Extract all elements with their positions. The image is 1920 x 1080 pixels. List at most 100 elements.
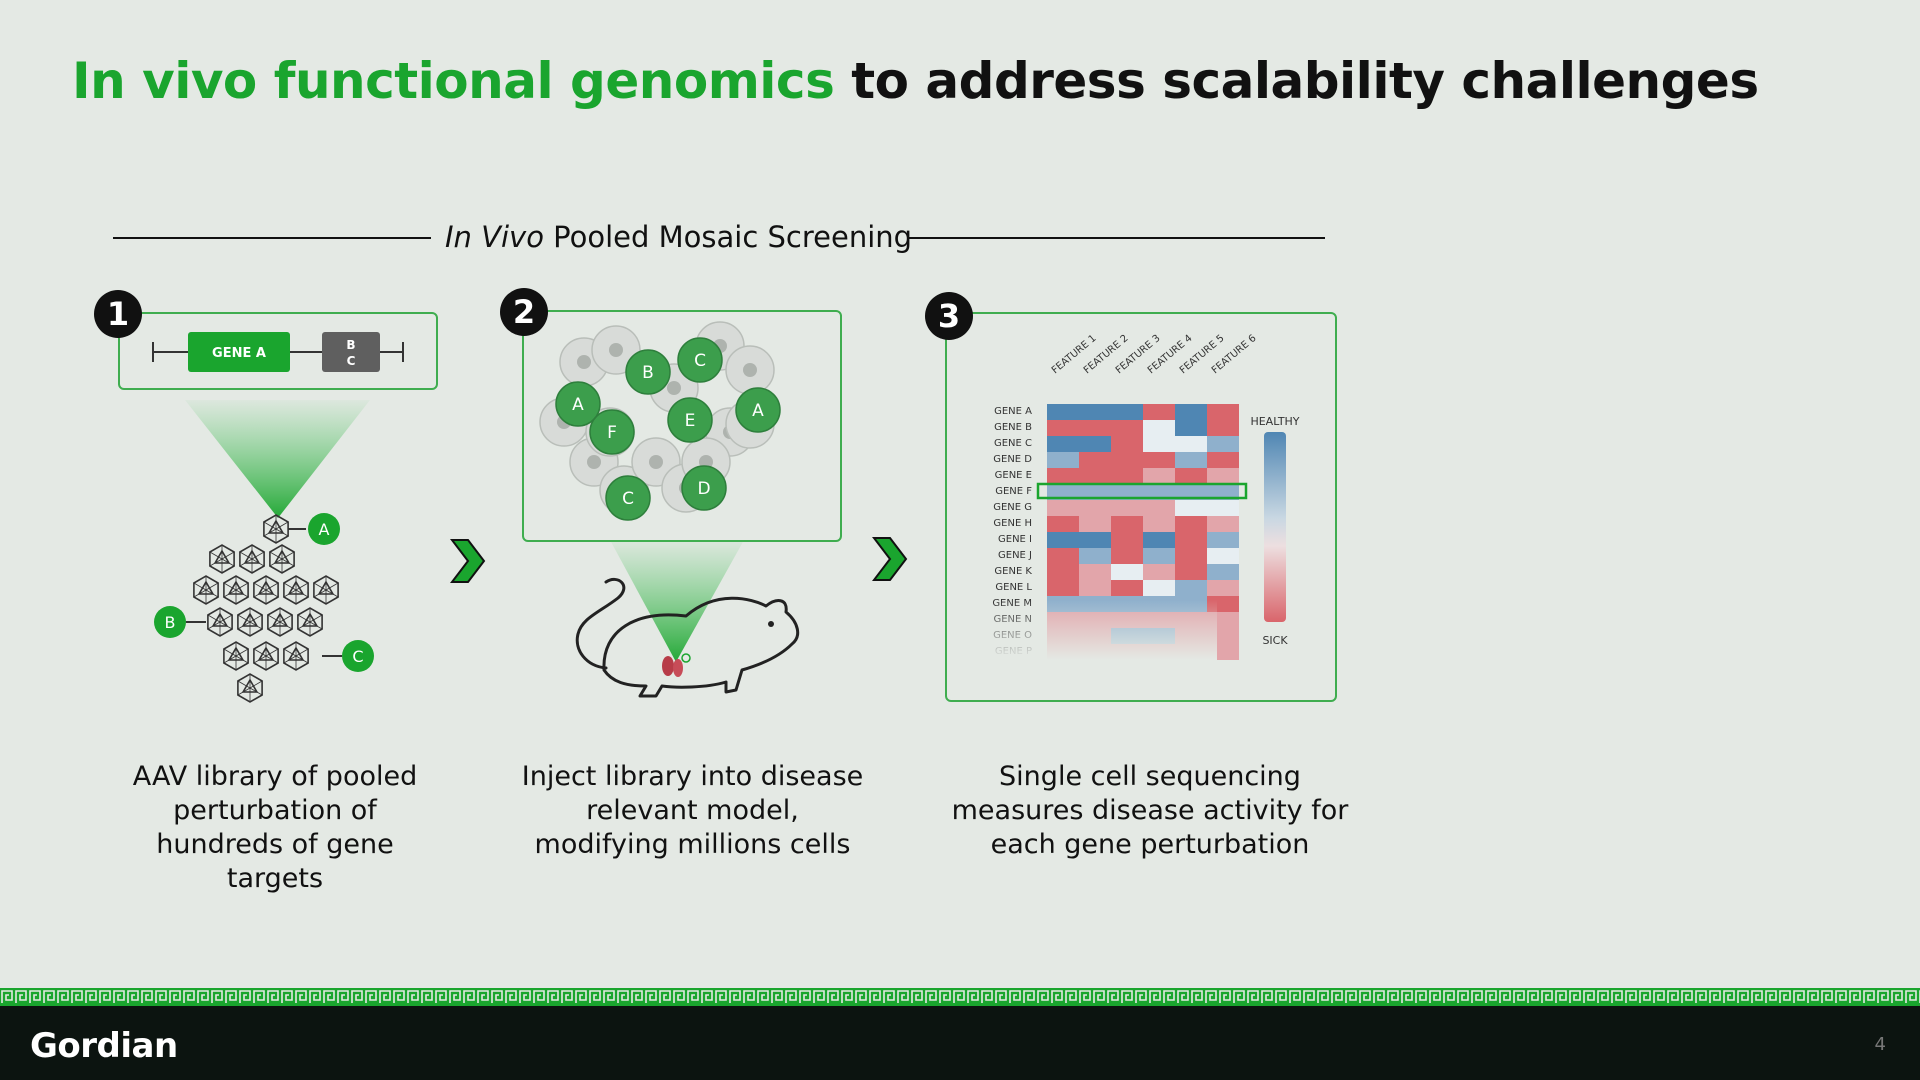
heatmap-cell [1175,468,1207,484]
chevron-right-icon [450,539,486,583]
gordian-logo: Gordian [30,1026,178,1066]
heatmap-cell [1047,548,1079,564]
heatmap-cell [1207,468,1239,484]
perturbed-cell: E [667,397,713,443]
subtitle-italic: In Vivo [445,220,544,254]
perturbed-cell-label: A [572,395,584,415]
heatmap-cell [1175,404,1207,420]
heatmap-cell [1079,532,1111,548]
heatmap-cell [1079,468,1111,484]
section-subtitle: In Vivo Pooled Mosaic Screening [445,220,912,254]
slide-title: In vivo functional genomics to address s… [72,52,1759,110]
heatmap-cell [1207,484,1239,500]
perturbed-cell: D [681,465,727,511]
heatmap-cell [1175,452,1207,468]
heatmap-cell [1111,468,1143,484]
perturbed-cell-label: F [607,423,617,443]
gene-label: GENE H [993,518,1032,529]
marker-a [308,513,340,545]
perturbed-cell-label: C [694,351,706,371]
heatmap-cell [1143,420,1175,436]
perturbed-cell-label: D [697,479,710,499]
heatmap-fade [967,600,1217,660]
aav-capsid-icon [239,544,265,574]
construct-panel: GENE A B C [118,312,438,390]
gene-bc-cassette [322,332,380,372]
perturbed-cell: C [677,337,723,383]
heatmap-cell [1175,532,1207,548]
heatmap-cell [1143,452,1175,468]
heatmap-cell [1111,564,1143,580]
heatmap-cell [1207,500,1239,516]
aav-capsid-icon [297,607,323,637]
heatmap-cell [1047,564,1079,580]
gene-label: GENE J [998,550,1032,561]
gene-label: GENE E [995,470,1032,481]
mouse-outline [602,596,800,698]
heatmap-cell [1111,452,1143,468]
aav-capsid-icon [237,673,263,703]
marker-c-label: C [352,647,363,666]
gene-a-cassette [188,332,290,372]
heatmap-cell [1207,404,1239,420]
chevron-right-icon [872,537,908,581]
marker-c [342,640,374,672]
marker-b [154,606,186,638]
gene-a-label: GENE A [212,346,266,361]
heatmap-cell [1143,468,1175,484]
aav-capsid-cluster [193,514,339,703]
gene-b-label: B [346,338,355,352]
aav-capsid-icon [283,575,309,605]
gene-label: GENE A [994,406,1032,417]
aav-capsid-icon [193,575,219,605]
perturbed-cell: A [555,381,601,427]
scale-bottom-label: SICK [1262,634,1288,647]
heatmap-cell [1207,516,1239,532]
tissue-cell [725,345,775,395]
heatmap-cell [1175,436,1207,452]
marker-a-label: A [319,520,330,539]
step-2-number: 2 [500,288,548,336]
step-2-caption: Inject library into disease relevant mod… [521,761,864,860]
heatmap-cell [1111,404,1143,420]
gene-label: GENE F [995,486,1032,497]
perturbed-cell-label: B [642,363,654,383]
highlighted-row [1036,482,1248,500]
aav-library-illustration: A B C [154,400,374,703]
heatmap-cell [1047,580,1079,596]
gene-label: GENE L [995,582,1032,593]
aav-capsid-icon [237,607,263,637]
aav-capsid-icon [263,514,289,544]
step-3-number: 3 [925,292,973,340]
footer-bar: Gordian 4 [0,1006,1920,1080]
heatmap-cell [1111,436,1143,452]
heatmap-cell [1079,420,1111,436]
perturbed-cell-label: E [685,411,696,431]
title-rest: to address scalability challenges [834,52,1759,110]
aav-capsid-icon [269,544,295,574]
mouse-tail [575,577,626,670]
heatmap-cell [1143,484,1175,500]
aav-capsid-icon [283,641,309,671]
heatmap-cell [1207,420,1239,436]
heatmap-cell [1047,468,1079,484]
perturbed-cell-label: A [752,401,764,421]
heatmap-cell [1047,484,1079,500]
aav-capsid-icon [253,641,279,671]
heatmap-cell [1175,420,1207,436]
heatmap-cell [1079,500,1111,516]
subtitle-rest: Pooled Mosaic Screening [543,220,913,254]
heatmap-cell [1047,532,1079,548]
heatmap-cell [1079,564,1111,580]
heatmap-cell [1143,580,1175,596]
heatmap-cell [1047,420,1079,436]
heatmap-cell [1143,532,1175,548]
heatmap-cell [1143,564,1175,580]
heatmap-cell [1175,548,1207,564]
heatmap-cell [1175,564,1207,580]
heatmap-cell [1143,548,1175,564]
title-highlight: In vivo functional genomics [72,52,835,110]
